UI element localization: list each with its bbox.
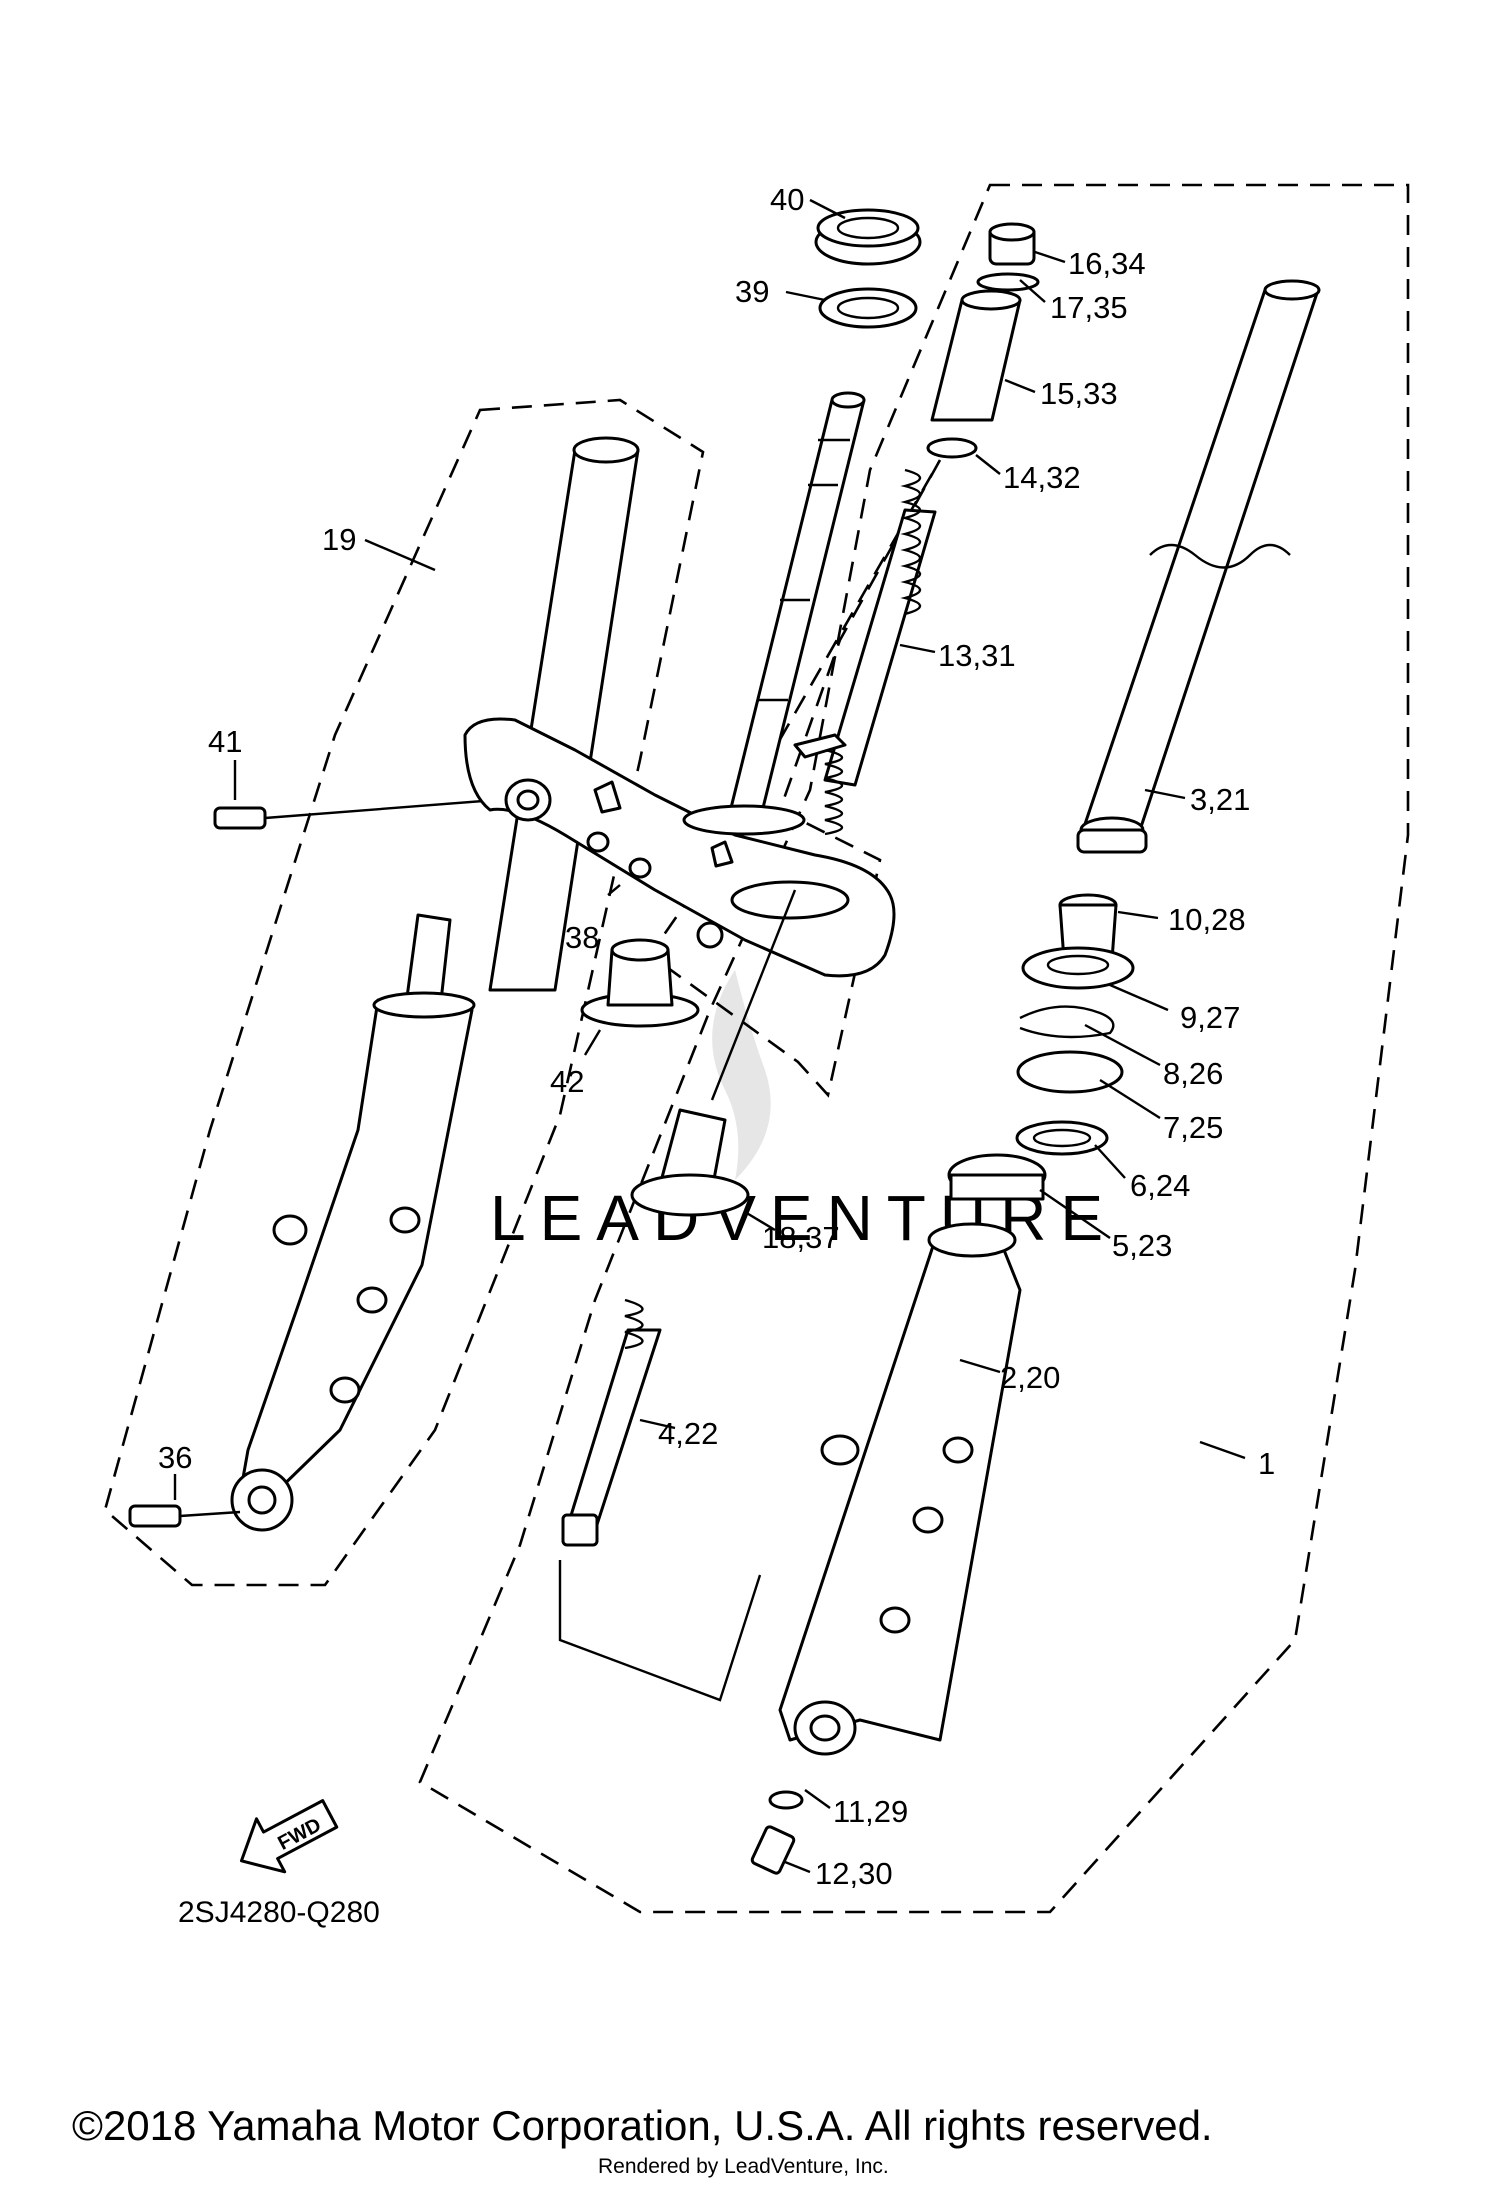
nut-42 — [580, 938, 700, 1028]
washer-14-32 — [926, 437, 978, 459]
leader-lines — [173, 198, 1246, 1874]
callout-40: 40 — [770, 182, 804, 217]
copyright-notice: ©2018 Yamaha Motor Corporation, U.S.A. A… — [72, 2102, 1213, 2149]
callout-15-33: 15,33 — [1040, 376, 1118, 411]
callout-2-20: 2,20 — [1000, 1360, 1060, 1395]
callout-6-24: 6,24 — [1130, 1168, 1190, 1203]
callout-12-30: 12,30 — [815, 1856, 893, 1891]
callout-39: 39 — [735, 274, 769, 309]
callout-labels: 40 39 16,34 17,35 15,33 14,32 13,31 3,21… — [158, 182, 1275, 1891]
right-seal-stack — [947, 893, 1135, 1201]
fork-top-parts — [926, 222, 1040, 459]
bearing-40 — [814, 208, 922, 266]
callout-10-28: 10,28 — [1168, 902, 1246, 937]
left-fork-assembly — [230, 436, 640, 1532]
callout-19: 19 — [322, 522, 356, 557]
callout-42: 42 — [550, 1064, 584, 1099]
callout-38: 38 — [565, 920, 599, 955]
fwd-arrow-icon: FWD — [239, 1799, 339, 1874]
right-inner-tube — [1076, 279, 1321, 854]
steering-stem — [682, 391, 866, 836]
part-18-37 — [630, 889, 797, 1217]
clip-8-26 — [1019, 1005, 1115, 1039]
callout-7-25: 7,25 — [1163, 1110, 1223, 1145]
callout-14-32: 14,32 — [1003, 460, 1081, 495]
bolt-41 — [213, 796, 523, 830]
bearing-seal-39 — [818, 287, 918, 329]
callout-11-29: 11,29 — [833, 1794, 908, 1829]
rendered-by: Rendered by LeadVenture, Inc. — [598, 2155, 889, 2178]
washer-6-24 — [1015, 1120, 1109, 1156]
callout-13-31: 13,31 — [938, 638, 1016, 673]
oil-seal-7-25 — [1016, 1050, 1124, 1094]
callout-8-26: 8,26 — [1163, 1056, 1223, 1091]
callout-3-21: 3,21 — [1190, 782, 1250, 817]
assembly-boundary-left — [103, 398, 705, 1587]
oring-17-35 — [976, 272, 1040, 292]
callout-4-22: 4,22 — [658, 1416, 718, 1451]
spacer-15-33 — [930, 298, 1022, 422]
callout-16-34: 16,34 — [1068, 246, 1146, 281]
bottom-bolt — [750, 1790, 804, 1875]
left-fork-tube-top — [572, 436, 640, 464]
callout-5-23: 5,23 — [1112, 1228, 1172, 1263]
drawing-code: 2SJ4280-Q280 — [178, 1896, 380, 1929]
callout-9-27: 9,27 — [1180, 1000, 1240, 1035]
callout-1: 1 — [1258, 1446, 1275, 1481]
right-outer-tube — [778, 1222, 1022, 1756]
damper-rod-13-31 — [793, 468, 937, 836]
callout-18-37: 18,37 — [762, 1220, 840, 1255]
washer-9-27 — [1021, 946, 1135, 990]
callout-17-35: 17,35 — [1050, 290, 1128, 325]
callout-41: 41 — [208, 724, 242, 759]
damper-4-22 — [558, 1298, 762, 1702]
assembly-boundary-center — [648, 459, 942, 1098]
callout-36: 36 — [158, 1440, 192, 1475]
bolt-36 — [128, 1504, 241, 1528]
